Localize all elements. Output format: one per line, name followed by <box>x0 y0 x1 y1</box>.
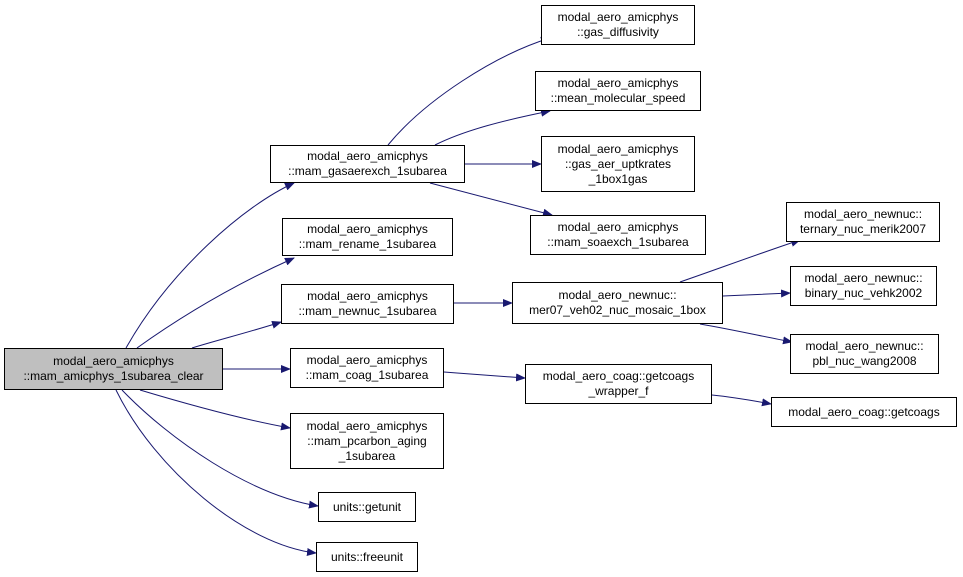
node-newnuc[interactable]: modal_aero_amicphys::mam_newnuc_1subarea <box>281 284 454 324</box>
node-binary[interactable]: modal_aero_newnuc::binary_nuc_vehk2002 <box>790 266 937 306</box>
edge-mer07-to-binary <box>722 289 791 298</box>
node-root: modal_aero_amicphys::mam_amicphys_1subar… <box>4 348 223 390</box>
edge-mer07-to-pbl <box>699 323 793 345</box>
node-gas_diff[interactable]: modal_aero_amicphys::gas_diffusivity <box>541 5 695 45</box>
node-uptk[interactable]: modal_aero_amicphys::gas_aer_uptkrates_1… <box>541 136 695 192</box>
node-label-line: modal_aero_amicphys <box>306 353 428 367</box>
node-label-line: modal_aero_amicphys <box>53 354 174 368</box>
node-label-line: ::mam_rename_1subarea <box>298 237 437 251</box>
edge-root-to-freeunit <box>115 389 317 556</box>
node-label-line: modal_aero_amicphys <box>307 149 428 163</box>
node-label-line: modal_aero_coag::getcoags <box>542 369 695 383</box>
node-label-line: modal_aero_amicphys <box>307 289 428 303</box>
node-label-line: binary_nuc_vehk2002 <box>804 286 923 300</box>
edge-gasaerexch-to-mean_mol <box>434 108 551 146</box>
node-label-line: modal_aero_newnuc:: <box>803 207 923 221</box>
edge-root-to-getunit <box>121 389 319 509</box>
node-label-line: modal_aero_amicphys <box>557 220 679 234</box>
node-label-line: ::mam_coag_1subarea <box>305 368 429 382</box>
node-label-line: ::mam_pcarbon_aging <box>307 433 427 448</box>
edge-root-to-rename <box>136 257 295 349</box>
node-label-line: ::mam_newnuc_1subarea <box>298 304 437 318</box>
node-label-line: units::getunit <box>332 499 402 514</box>
node-pcarbon[interactable]: modal_aero_amicphys::mam_pcarbon_aging_1… <box>290 413 444 469</box>
node-label-line: ::gas_aer_uptkrates <box>564 156 672 171</box>
node-label-line: ::mam_amicphys_1subarea_clear <box>23 369 204 383</box>
node-getunit[interactable]: units::getunit <box>318 492 416 522</box>
node-freeunit[interactable]: units::freeunit <box>316 542 418 572</box>
edge-gasaerexch-to-gas_diff <box>387 36 551 146</box>
node-label-line: _1subarea <box>338 448 396 463</box>
node-coag[interactable]: modal_aero_amicphys::mam_coag_1subarea <box>290 348 444 388</box>
node-label-line: _wrapper_f <box>588 384 649 398</box>
node-gasaerexch[interactable]: modal_aero_amicphys::mam_gasaerexch_1sub… <box>270 145 465 183</box>
node-getcoags_wrapper[interactable]: modal_aero_coag::getcoags_wrapper_f <box>525 364 712 404</box>
edge-root-to-newnuc <box>191 320 282 349</box>
node-label-line: modal_aero_newnuc:: <box>805 339 924 353</box>
node-label-line: ::mam_gasaerexch_1subarea <box>288 164 447 178</box>
node-label-line: modal_aero_coag::getcoags <box>788 404 940 419</box>
edge-root-to-gasaerexch <box>125 182 295 349</box>
edge-coag-to-getcoags_wrapper <box>443 371 526 382</box>
node-label-line: modal_aero_newnuc:: <box>558 288 677 302</box>
node-rename[interactable]: modal_aero_amicphys::mam_rename_1subarea <box>282 218 453 256</box>
node-getcoags[interactable]: modal_aero_coag::getcoags <box>771 397 957 427</box>
node-label-line: pbl_nuc_wang2008 <box>812 354 917 368</box>
edge-mer07-to-ternary <box>679 239 801 283</box>
node-label-line: ::mean_molecular_speed <box>550 91 686 105</box>
node-label-line: modal_aero_amicphys <box>306 418 428 433</box>
node-label-line: modal_aero_amicphys <box>557 76 679 90</box>
node-mer07[interactable]: modal_aero_newnuc::mer07_veh02_nuc_mosai… <box>512 282 723 324</box>
node-label-line: modal_aero_amicphys <box>557 10 679 24</box>
node-label-line: ::gas_diffusivity <box>577 25 659 39</box>
node-label-line: ternary_nuc_merik2007 <box>799 222 927 236</box>
node-label-line: mer07_veh02_nuc_mosaic_1box <box>529 303 706 317</box>
node-label-line: _1box1gas <box>588 171 648 186</box>
node-label-line: ::mam_soaexch_1subarea <box>547 235 689 249</box>
node-pbl[interactable]: modal_aero_newnuc::pbl_nuc_wang2008 <box>790 334 939 374</box>
edge-gasaerexch-to-soaexch <box>429 182 553 217</box>
node-soaexch[interactable]: modal_aero_amicphys::mam_soaexch_1subare… <box>530 215 706 255</box>
edge-root-to-pcarbon <box>139 389 291 431</box>
node-ternary[interactable]: modal_aero_newnuc::ternary_nuc_merik2007 <box>786 202 940 242</box>
node-label-line: modal_aero_newnuc:: <box>804 271 923 285</box>
edge-getcoags_wrapper-to-getcoags <box>711 394 772 407</box>
node-label-line: units::freeunit <box>330 549 404 564</box>
node-label-line: modal_aero_amicphys <box>557 141 679 156</box>
node-label-line: modal_aero_amicphys <box>307 222 428 236</box>
node-mean_mol[interactable]: modal_aero_amicphys::mean_molecular_spee… <box>535 71 701 111</box>
